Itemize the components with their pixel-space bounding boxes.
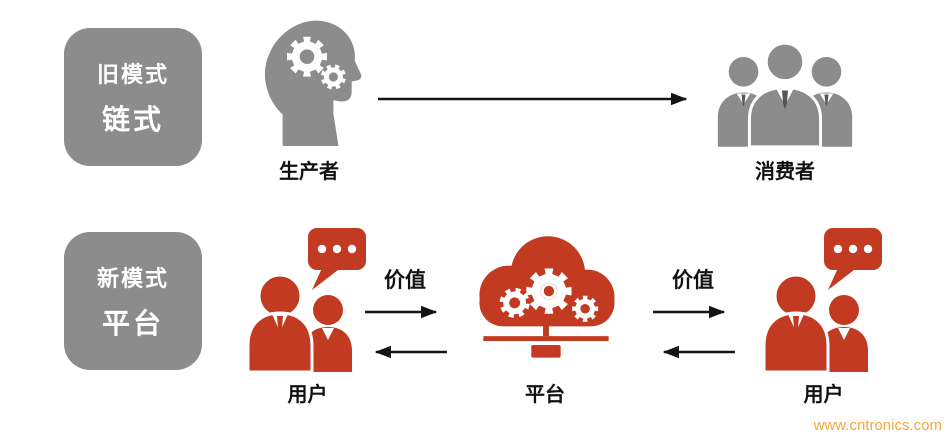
old-model-title: 旧模式 <box>96 61 169 87</box>
producer-label: 生产者 <box>279 161 339 183</box>
old-model-box: 旧模式 链式 <box>64 28 202 166</box>
user-left-label: 用户 <box>287 384 328 406</box>
users-speech-bubble-icon <box>762 228 882 372</box>
head-with-gears-icon <box>264 20 362 146</box>
value-arrow-left <box>374 345 447 359</box>
platform-label: 平台 <box>525 384 565 406</box>
stand-bar <box>483 336 609 342</box>
value-arrow-right <box>365 305 438 319</box>
flow-arrow <box>378 92 688 106</box>
new-model-title: 新模式 <box>96 265 169 291</box>
new-model-subtitle: 平台 <box>101 307 164 339</box>
stand-stem <box>543 323 549 337</box>
old-model-subtitle: 链式 <box>101 103 164 135</box>
stand-base <box>531 344 561 358</box>
value-label-right: 价值 <box>672 269 714 292</box>
consumer-label: 消费者 <box>755 161 815 183</box>
value-label-left: 价值 <box>384 269 426 292</box>
new-model-box: 新模式 平台 <box>64 232 202 370</box>
user-right-label: 用户 <box>803 384 844 406</box>
cloud-gears-icon <box>479 236 615 358</box>
people-group-icon <box>717 41 853 149</box>
watermark: www.cntronics.com <box>813 417 942 434</box>
value-arrow-left <box>662 345 735 359</box>
value-arrow-right <box>653 305 726 319</box>
users-speech-bubble-icon <box>246 228 366 372</box>
